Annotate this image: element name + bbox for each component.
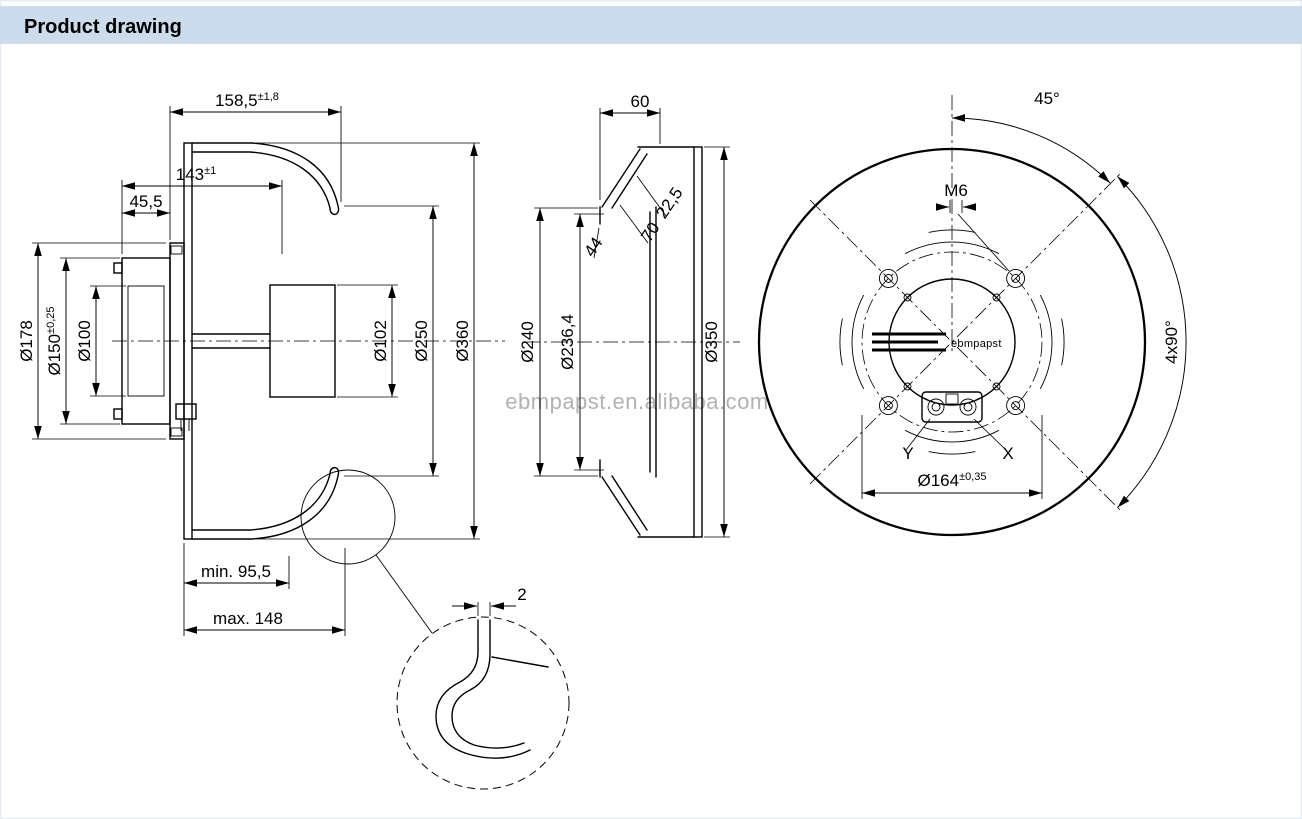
dim-hole-pattern: 4x90° (1162, 320, 1181, 364)
dim-dia-inlet: Ø250 (412, 320, 431, 362)
side-view-extension-lines (32, 106, 480, 636)
dim-dia-motor: Ø150±0,25 (45, 306, 64, 375)
dim-dia-hub: Ø102 (371, 320, 390, 362)
lip-inner-surface (451, 619, 525, 749)
mounting-holes (878, 268, 1026, 416)
brand-logo: ebmpapst (951, 338, 1002, 350)
dim-cone-length: 70 (637, 219, 663, 245)
detail-leader (375, 554, 433, 634)
dim-depth-flange: 45,5 (129, 192, 162, 211)
bolt-circle (861, 251, 1043, 433)
inlet-cone-top (601, 148, 641, 208)
dim-dia-opening: Ø240 (518, 321, 537, 363)
rotor-hub (269, 284, 336, 398)
dim-ring-length: 44 (580, 234, 606, 260)
side-view-dimension-lines (34, 108, 478, 634)
dim-dia-stator: Ø100 (75, 320, 94, 362)
lip-outer-surface (435, 619, 531, 759)
dim-depth-min: min. 95,5 (201, 562, 271, 581)
stator (127, 285, 165, 397)
axis-y-label: Y (902, 444, 913, 463)
watermark: ebmpapst.en.alibaba.com (505, 389, 768, 414)
dim-dia-cone: Ø236,4 (558, 314, 577, 370)
page-title: Product drawing (24, 16, 182, 38)
view-detail: 2 (396, 585, 570, 790)
thread-callout: M6 (936, 181, 1010, 272)
cable-connector (175, 403, 197, 420)
hole-pattern-arc (1117, 176, 1187, 508)
bolt-circle-dimension: Ø164±0,35 (861, 415, 1043, 499)
section-header-bar (0, 6, 1302, 44)
dim-dia-outer: Ø360 (453, 320, 472, 362)
dim-bolt-circle: Ø164±0,35 (917, 471, 986, 490)
impeller-backplate (693, 146, 703, 538)
support-arcs (839, 229, 1065, 455)
shroud-bottom-outer (191, 466, 340, 540)
shroud-top-outer (191, 142, 340, 216)
dim-depth-max: max. 148 (213, 609, 283, 628)
dim-depth-total: 158,5±1,8 (215, 91, 279, 110)
detail-boundary-circle (396, 616, 570, 790)
dim-depth-motor: 143±1 (176, 165, 217, 184)
detail-indicator-circle (300, 469, 396, 565)
dim-dia-flange: Ø178 (17, 320, 36, 362)
dim-dia-impeller: Ø350 (702, 321, 721, 363)
dim-sheet-thickness: 2 (517, 585, 526, 604)
axis-x-label: X (1002, 444, 1013, 463)
shroud-bottom-inner (191, 473, 331, 531)
dim-angle-45: 45° (1034, 89, 1060, 108)
motor-body (121, 257, 171, 425)
view-impeller-side: 60 22,5 70 44 Ø240 Ø236,4 Ø350 (518, 92, 740, 538)
terminal-box (921, 391, 983, 423)
inlet-cone-bottom (601, 476, 641, 536)
impeller-view-extension-lines (534, 108, 730, 538)
shroud-top-inner (191, 151, 331, 209)
view-side-section: 158,5±1,8 143±1 45,5 Ø178 Ø150±0,25 Ø100… (17, 91, 505, 636)
dim-cone-angle: 22,5 (652, 184, 686, 222)
view-front: ebmpapst 45° 4x90° M6 Ø164±0,35 (757, 89, 1187, 537)
impeller-view-dimension-lines (536, 109, 728, 537)
dim-ring-depth: 60 (631, 92, 650, 111)
angle-45-arc (951, 114, 1111, 184)
dim-thread: M6 (944, 181, 968, 200)
